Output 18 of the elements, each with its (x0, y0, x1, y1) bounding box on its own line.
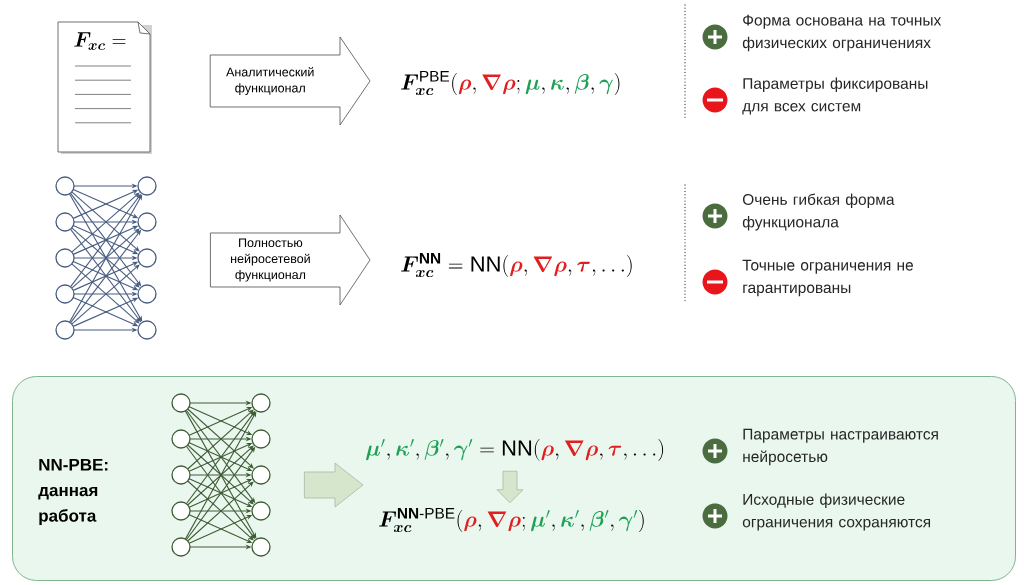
edge-label: Полностью нейросетевой функционал (231, 238, 310, 282)
block-arrow (496, 470, 524, 504)
formula: $\textcolor[HTML]{1FA055}{\bm{\mu}'}, \textcolor[HTML]{1FA055}{\bm{\kappa}'}, \textcolor[HTML]{1FA055}{\bm{\beta}'}, \textcolor[HTML]{1FA055}{\bm{\gamma}'} = \mathrm{NN}(\textcolor[HTML]{E02020}{\bm{\rho}}, \textcolor[HTML]{E02020}{\bm{\nabla\rho}}, \textcolor[HTML]{E02020}{\bm{\tau}}, \ldots)$ (366, 438, 664, 462)
formula: $\bm{F}_{\bm{xc}}^{\mathbf{NN}\text{-}\mathrm{PBE}}(\textcolor[HTML]{E02020}{\bm{\rho}}, \textcolor[HTML]{E02020}{\bm{\nabla\rho}}; \textcolor[HTML]{1FA055}{\bm{\mu}'}, \textcolor[HTML]{1FA055}{\bm{\kappa}'}, \textcolor[HTML]{1FA055}{\bm{\beta}'}, \textcolor[HTML]{1FA055}{\bm{\gamma}'})$ (379, 507, 644, 533)
note-text: Исходные физические ограничения сохраняются (742, 493, 931, 531)
neural-network-drawing (55, 176, 157, 340)
note-text: Очень гибкая форма функционала (742, 193, 895, 231)
edge-label: Аналитический функционал (226, 67, 314, 95)
note-text: Параметры настраиваются нейросетью (743, 428, 938, 466)
note-text: Параметры фиксированы для всех систем (742, 77, 928, 115)
block-arrow (210, 214, 371, 306)
note-text: Форма основана на точных физических ограничениях (742, 14, 942, 52)
formula: $\bm{F}_{\bm{xc}}^{\mathrm{PBE}}(\textcolor[HTML]{E02020}{\bm{\rho}}, \textcolor[HTML]{E02020}{\bm{\nabla\rho}}; \textcolor[HTML]{1FA055}{\bm{\mu}}, \textcolor[HTML]{1FA055}{\bm{\kappa}}, \textcolor[HTML]{1FA055}{\bm{\beta}}, \textcolor[HTML]{1FA055}{\bm{\gamma}})$ (401, 70, 620, 96)
formula: $\bm{F}_{\bm{xc}}^{\mathbf{NN}} = \mathrm{NN}(\textcolor[HTML]{E02020}{\bm{\rho}}, \textcolor[HTML]{E02020}{\bm{\nabla\rho}}, \textcolor[HTML]{E02020}{\bm{\tau}}, \ldots)$ (401, 252, 632, 278)
block-arrow (304, 462, 364, 508)
neural-network-drawing (171, 393, 271, 557)
block-arrow (209, 36, 371, 126)
note-text: Точные ограничения не гарантированы (742, 259, 913, 297)
